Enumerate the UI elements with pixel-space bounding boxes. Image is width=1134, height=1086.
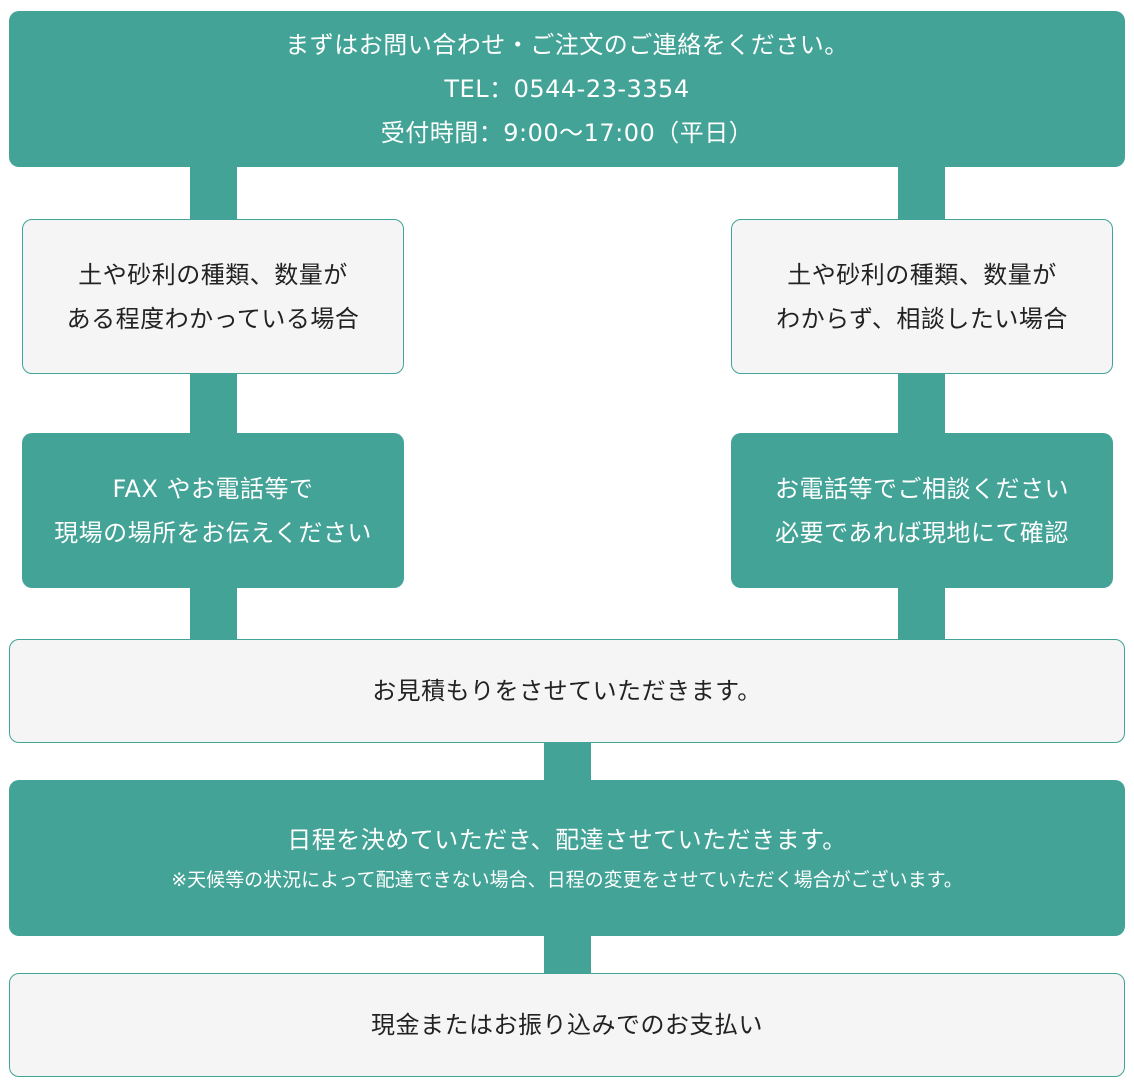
connector-right-1 xyxy=(898,165,945,221)
connector-center-2 xyxy=(544,934,591,975)
payment-box: 現金またはお振り込みでのお支払い xyxy=(9,973,1125,1077)
estimate-box: お見積もりをさせていただきます。 xyxy=(9,639,1125,743)
delivery-note: ※天候等の状況によって配達できない場合、日程の変更をさせていただく場合がございま… xyxy=(171,869,963,891)
action-consult-line2: 必要であれば現地にて確認 xyxy=(775,518,1069,547)
estimate-text: お見積もりをさせていただきます。 xyxy=(372,677,762,705)
action-fax-line1: FAX やお電話等で xyxy=(112,474,314,503)
action-fax-box: FAX やお電話等で 現場の場所をお伝えください xyxy=(22,433,404,588)
connector-right-2 xyxy=(898,372,945,435)
case-known-line1: 土や砂利の種類、数量が xyxy=(78,260,348,289)
contact-heading: まずはお問い合わせ・ご注文のご連絡をください。 xyxy=(285,31,849,59)
connector-left-1 xyxy=(190,165,237,221)
case-known-line2: ある程度わかっている場合 xyxy=(66,304,360,333)
case-unknown-box: 土や砂利の種類、数量が わからず、相談したい場合 xyxy=(731,219,1113,374)
contact-tel: TEL：0544-23-3354 xyxy=(444,75,690,103)
action-consult-line1: お電話等でご相談ください xyxy=(775,474,1069,503)
contact-hours: 受付時間：9:00〜17:00（平日） xyxy=(380,119,754,147)
action-fax-line2: 現場の場所をお伝えください xyxy=(54,518,372,547)
connector-left-3 xyxy=(190,586,237,641)
action-consult-box: お電話等でご相談ください 必要であれば現地にて確認 xyxy=(731,433,1113,588)
connector-center-1 xyxy=(544,741,591,782)
case-known-box: 土や砂利の種類、数量が ある程度わかっている場合 xyxy=(22,219,404,374)
delivery-box: 日程を決めていただき、配達させていただきます。 ※天候等の状況によって配達できな… xyxy=(9,780,1125,936)
payment-text: 現金またはお振り込みでのお支払い xyxy=(371,1011,763,1039)
connector-left-2 xyxy=(190,372,237,435)
case-unknown-line1: 土や砂利の種類、数量が xyxy=(787,260,1057,289)
contact-step-box: まずはお問い合わせ・ご注文のご連絡をください。 TEL：0544-23-3354… xyxy=(9,11,1125,167)
connector-right-3 xyxy=(898,586,945,641)
delivery-heading: 日程を決めていただき、配達させていただきます。 xyxy=(287,826,847,854)
case-unknown-line2: わからず、相談したい場合 xyxy=(776,304,1068,333)
